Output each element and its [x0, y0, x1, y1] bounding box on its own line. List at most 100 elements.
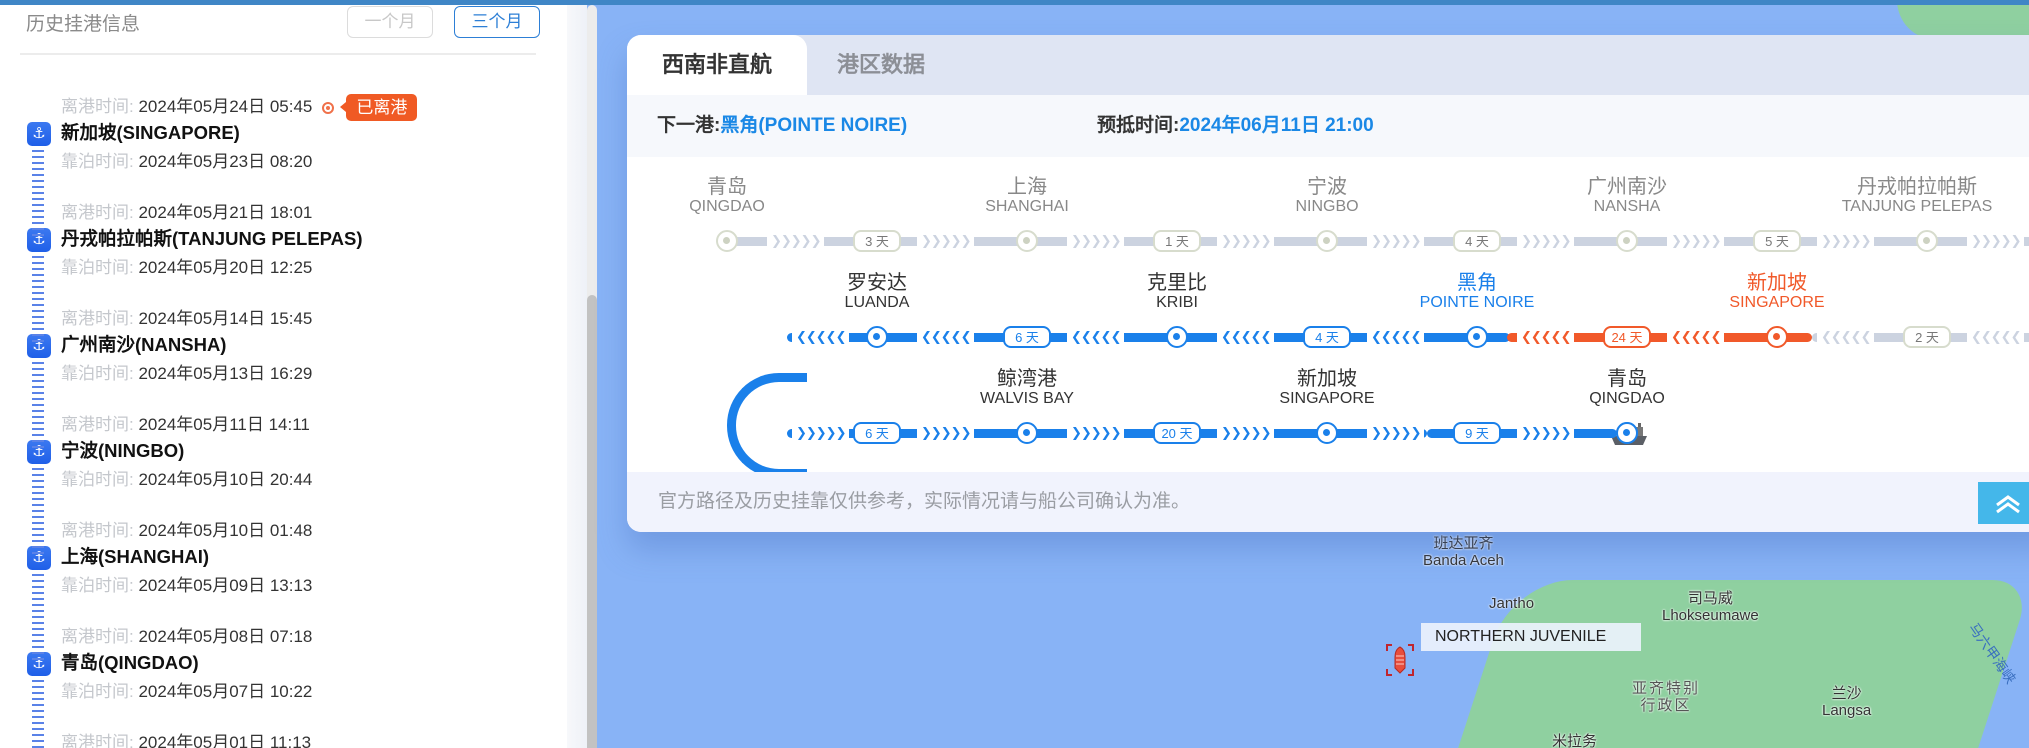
vessel-marker-icon[interactable]: [1385, 643, 1415, 677]
leg-duration: 4 天: [1303, 326, 1351, 348]
tab-route[interactable]: 西南非直航: [627, 35, 807, 95]
port-node[interactable]: [1016, 230, 1038, 252]
direction-arrows: ❯❯❯❯❯: [1667, 234, 1725, 247]
port-node[interactable]: [1916, 230, 1938, 252]
port-node[interactable]: [716, 230, 738, 252]
next-port-value: 黑角(POINTE NOIRE): [720, 115, 908, 136]
direction-arrows: ❮❮❮❮❮: [917, 330, 975, 343]
direction-arrows: ❯❯❯❯❯: [1067, 234, 1125, 247]
vessel-name-label[interactable]: NORTHERN JUVENILE: [1421, 623, 1641, 651]
depart-time: 2024年05月24日 05:45: [138, 97, 313, 116]
top-bar: [0, 0, 2029, 5]
route-card: 西南非直航 港区数据 下一港:黑角(POINTE NOIRE) 预抵时间:202…: [627, 35, 2029, 532]
depart-time: 2024年05月08日 07:18: [138, 627, 313, 646]
port-name[interactable]: 宁波(NINGBO): [61, 440, 185, 461]
port-node[interactable]: [1316, 422, 1338, 444]
depart-time: 2024年05月14日 15:45: [138, 309, 313, 328]
depart-time: 2024年05月21日 18:01: [138, 203, 313, 222]
panel-scrollbar[interactable]: [587, 5, 597, 748]
leg-duration: 6 天: [1003, 326, 1051, 348]
direction-arrows: ❯❯❯❯❯: [767, 234, 825, 247]
double-chevron-up-icon: [1996, 495, 2020, 514]
leg-duration: 3 天: [853, 230, 901, 252]
arrive-time: 2024年05月20日 12:25: [138, 258, 313, 277]
port-call-item: 离港时间: 2024年05月01日 11:13: [0, 728, 567, 748]
anchor-icon: ⚓: [27, 122, 51, 146]
direction-arrows: ❯❯❯❯❯: [1217, 426, 1275, 439]
port-name[interactable]: 青岛(QINGDAO): [61, 652, 199, 673]
port-node[interactable]: [1016, 422, 1038, 444]
timeline-connector: [32, 572, 44, 663]
direction-arrows: ❯❯❯❯❯: [1517, 426, 1575, 439]
map-label-aceh: 亚齐特别行政区: [1632, 680, 1701, 714]
leg-duration: 20 天: [1153, 422, 1201, 444]
status-badge: 已离港: [340, 94, 418, 122]
direction-arrows: ❯❯❯❯❯: [1967, 234, 2025, 247]
port-node-next[interactable]: [1466, 326, 1488, 348]
timeline-connector: [32, 148, 44, 239]
direction-arrows: ❮❮❮❮❮: [1967, 330, 2025, 343]
timeline-connector: [32, 678, 44, 748]
one-month-button[interactable]: 一个月: [347, 6, 433, 38]
port-node[interactable]: [866, 326, 888, 348]
port-name[interactable]: 丹戎帕拉帕斯(TANJUNG PELEPAS): [61, 228, 363, 249]
disclaimer-note: 官方路径及历史挂靠仅供参考，实际情况请与船公司确认为准。: [627, 472, 2029, 532]
three-months-button[interactable]: 三个月: [454, 6, 540, 38]
route-line-planned: [787, 333, 1510, 342]
arrive-time: 2024年05月10日 20:44: [138, 470, 313, 489]
direction-arrows: ❮❮❮❮❮: [1217, 330, 1275, 343]
direction-arrows: ❯❯❯❯❯: [1817, 234, 1875, 247]
direction-arrows: ❯❯❯❯❯: [1367, 426, 1425, 439]
direction-arrows: ❯❯❯❯❯: [917, 426, 975, 439]
direction-arrows: ❯❯❯❯❯: [1367, 234, 1425, 247]
port-name[interactable]: 上海(SHANGHAI): [61, 546, 209, 567]
arrive-time: 2024年05月23日 08:20: [138, 152, 313, 171]
port-node-last[interactable]: [1766, 326, 1788, 348]
direction-arrows: ❯❯❯❯❯: [1067, 426, 1125, 439]
direction-arrows: ❮❮❮❮❮: [1517, 330, 1575, 343]
tab-port-data[interactable]: 港区数据: [837, 52, 926, 77]
port-node[interactable]: [1616, 230, 1638, 252]
direction-arrows: ❮❮❮❮❮: [1367, 330, 1425, 343]
direction-arrows: ❮❮❮❮❮: [1667, 330, 1725, 343]
port-node[interactable]: [1316, 230, 1338, 252]
route-diagram: ❯❯❯❯❯ ❯❯❯❯❯ ❯❯❯❯❯ ❯❯❯❯❯ ❯❯❯❯❯ ❯❯❯❯❯ ❯❯❯❯…: [627, 157, 2029, 478]
direction-arrows: ❯❯❯❯❯: [1217, 234, 1275, 247]
arrive-time: 2024年05月07日 10:22: [138, 682, 313, 701]
direction-arrows: ❮❮❮❮❮: [1817, 330, 1875, 343]
port-node[interactable]: [1616, 422, 1638, 444]
depart-time: 2024年05月10日 01:48: [138, 521, 313, 540]
port-node[interactable]: [1166, 326, 1188, 348]
leg-duration: 9 天: [1453, 422, 1501, 444]
port-name[interactable]: 新加坡(SINGAPORE): [61, 122, 240, 143]
eta-value: 2024年06月11日 21:00: [1179, 115, 1374, 136]
timeline-connector: [32, 254, 44, 345]
next-port-label: 下一港:: [657, 115, 721, 136]
direction-arrows: ❯❯❯❯❯: [917, 234, 975, 247]
port-name[interactable]: 广州南沙(NANSHA): [61, 334, 227, 355]
map-land-top: [1897, 5, 2029, 40]
card-tabs: 西南非直航 港区数据: [627, 35, 2029, 95]
leg-duration: 5 天: [1753, 230, 1801, 252]
collapse-button[interactable]: [1978, 482, 2029, 524]
leg-duration: 1 天: [1153, 230, 1201, 252]
port-call-item: 离港时间: 2024年05月10日 01:48 ⚓ 上海(SHANGHAI) 靠…: [0, 516, 567, 622]
scrollbar-thumb[interactable]: [587, 295, 597, 748]
port-call-item: 离港时间: 2024年05月11日 14:11 ⚓ 宁波(NINGBO) 靠泊时…: [0, 410, 567, 516]
status-dot-icon: [322, 101, 335, 114]
depart-time: 2024年05月11日 14:11: [138, 415, 310, 434]
direction-arrows: ❯❯❯❯❯: [1517, 234, 1575, 247]
eta-label: 预抵时间:: [1097, 115, 1180, 136]
